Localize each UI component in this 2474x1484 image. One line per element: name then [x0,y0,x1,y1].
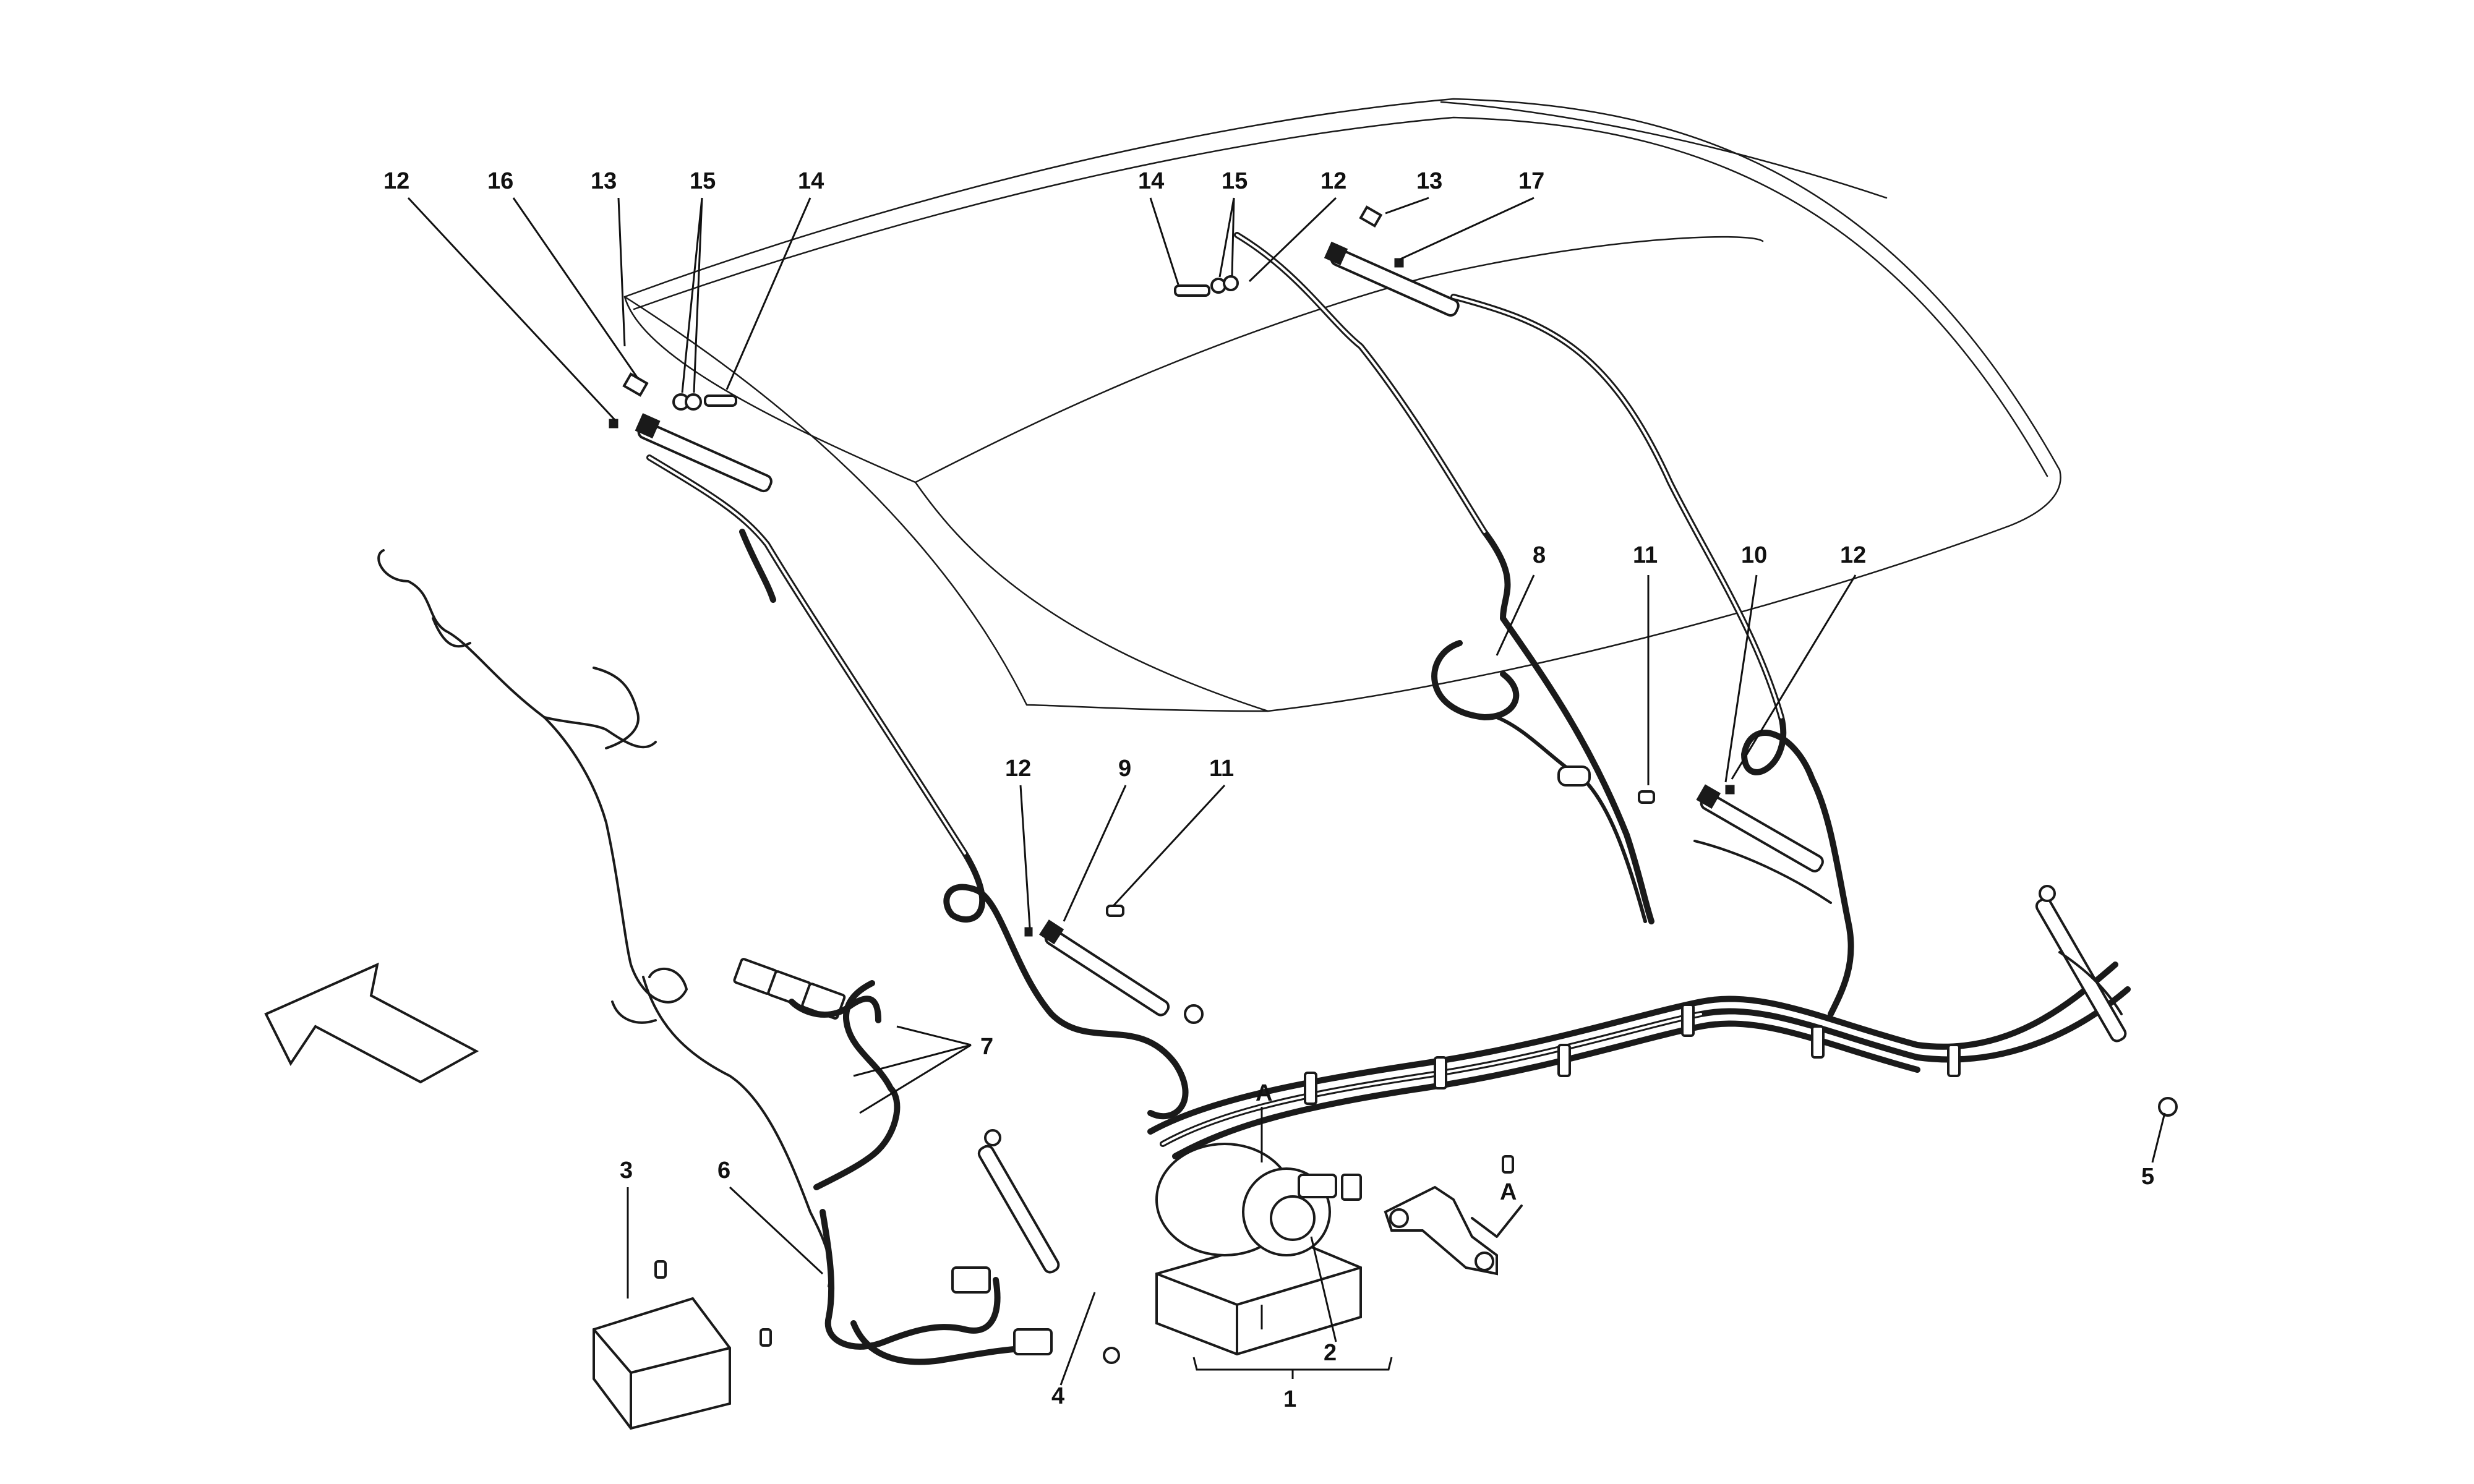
gas-strut-9 [1024,905,1204,1024]
control-unit [593,1260,772,1430]
callout-11: 11 [1209,756,1234,782]
callout-6: 6 [717,1158,730,1183]
soft-top-outline [623,98,2061,712]
callout-8: 8 [1533,542,1546,568]
callout-15: 15 [690,168,716,194]
pump-bracket [1384,1155,1523,1276]
gas-strut-10 [1638,784,1832,904]
callout-17: 17 [1518,168,1544,194]
callout-2: 2 [1324,1340,1337,1366]
callout-7: 7 [980,1034,993,1060]
gas-strut-4 [977,1129,1120,1364]
view-a-bracket-label: A [1500,1179,1517,1205]
callout-5: 5 [2141,1164,2154,1190]
hydraulic-hoses [646,232,2131,1159]
callout-12: 12 [1840,542,1866,568]
callout-14: 14 [798,168,824,194]
rod-8 [1495,715,1647,923]
callout-16: 16 [487,168,513,194]
multi-connector-block [733,958,846,1020]
callout-13: 13 [591,168,617,194]
callout-10: 10 [1741,542,1767,568]
callout-9: 9 [1118,756,1131,782]
callout-3: 3 [620,1158,633,1183]
hydraulic-pump-assembly [1155,1143,1362,1356]
callout-14: 14 [1138,168,1164,194]
callout-1: 1 [1283,1386,1296,1412]
callout-13: 13 [1416,168,1442,194]
left-upper-strut [609,372,773,493]
callout-labels: 12 16 13 15 14 14 15 12 13 17 8 11 10 12… [383,168,2154,1412]
view-a-label: A [1256,1080,1272,1106]
callout-12: 12 [383,168,409,194]
callout-12: 12 [1320,168,1346,194]
right-upper-strut [1174,205,1460,317]
gas-strut-5 [2035,885,2178,1117]
forward-direction-arrow-icon [264,962,479,1084]
callout-11: 11 [1633,542,1658,568]
callout-4: 4 [1051,1383,1064,1409]
left-wiring-harness [377,549,832,1287]
callout-12: 12 [1005,756,1031,782]
leader-lines [407,197,2166,1386]
callout-15: 15 [1222,168,1248,194]
harness-6-7 [733,958,1053,1365]
